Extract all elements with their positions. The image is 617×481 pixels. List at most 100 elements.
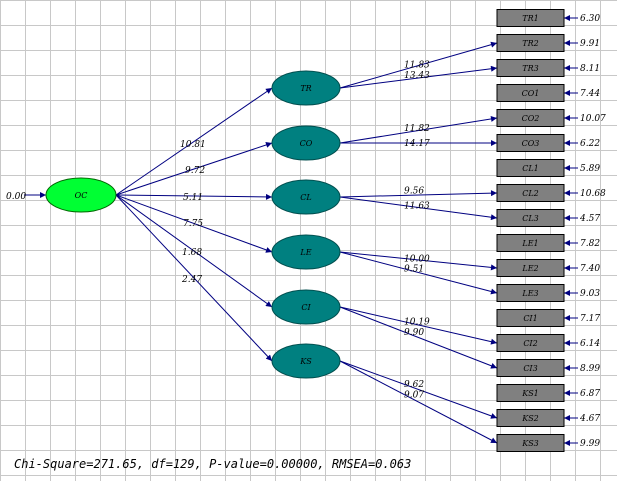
indicator-box-ks3[interactable] [496,434,565,452]
indicator-box-tr3[interactable] [496,59,565,77]
fit-statistics: Chi-Square=271.65, df=129, P-value=0.000… [14,457,412,471]
loading-coef-ks2: 9.62 [404,380,424,390]
error-variance-ks3: 9.99 [580,439,600,449]
indicator-label-cl1: CL1 [522,164,539,173]
loading-ci3 [339,306,498,369]
error-variance-tr2: 9.91 [580,39,600,49]
error-variance-cl1: 5.89 [580,164,600,174]
indicator-box-cl2[interactable] [496,184,565,202]
loading-tr2 [339,41,498,89]
error-variance-tr1: 6.30 [580,14,600,24]
indicator-label-tr3: TR3 [522,64,538,73]
loading-coef-co3: 14.17 [404,139,430,149]
indicator-label-ks2: KS2 [521,414,539,423]
indicator-label-le1: LE1 [521,239,538,248]
indicator-box-tr2[interactable] [496,34,565,52]
loading-coef-tr2: 11.83 [404,61,430,71]
path-oc-co [115,142,273,196]
loading-tr3 [339,65,498,89]
error-variance-tr3: 8.11 [580,64,600,74]
indicator-label-ci1: CI1 [523,314,537,323]
indicator-label-co2: CO2 [522,114,540,123]
latent-main-label: OC [75,191,88,200]
factor-label-ci: CI [301,303,311,312]
error-variance-ks2: 4.67 [579,414,600,424]
indicator-box-le1[interactable] [496,234,565,252]
indicator-box-co3[interactable] [496,134,565,152]
indicator-label-ks3: KS3 [521,439,539,448]
indicator-label-ci2: CI2 [523,339,537,348]
loading-co2 [339,115,498,144]
path-coef-tr: 10.81 [180,140,206,150]
factor-ellipse-co[interactable] [271,125,341,161]
error-variance-co1: 7.44 [580,89,600,99]
error-variance-ks1: 6.87 [580,389,600,399]
factor-ellipse-tr[interactable] [271,70,341,106]
path-oc-le [115,194,273,253]
loading-coef-tr3: 13.43 [404,71,430,81]
loading-le3 [339,251,498,295]
indicator-label-le3: LE3 [521,289,538,298]
error-variance-co2: 10.07 [580,114,606,124]
indicator-label-tr2: TR2 [522,39,538,48]
indicator-label-co3: CO3 [522,139,540,148]
factor-ellipse-cl[interactable] [271,179,341,215]
error-variance-ci1: 7.17 [580,314,600,324]
path-coef-co: 9.72 [185,166,205,176]
path-coef-ks: 2.47 [181,275,202,285]
error-variance-co3: 6.22 [580,139,600,149]
indicator-box-ks2[interactable] [496,409,565,427]
path-coef-cl: 5.11 [183,193,203,203]
loading-ks2 [339,360,498,419]
path-oc-ks [115,194,273,362]
indicator-box-le2[interactable] [496,259,565,277]
error-variance-cl2: 10.68 [580,189,606,199]
latent-main-ellipse[interactable] [45,177,117,213]
indicator-box-ci2[interactable] [496,334,565,352]
error-variance-ci3: 8.99 [580,364,600,374]
indicator-box-ci3[interactable] [496,359,565,377]
loading-le2 [339,251,498,271]
indicator-box-le3[interactable] [496,284,565,302]
path-oc-cl [115,193,273,200]
indicator-label-cl2: CL2 [522,189,539,198]
loading-ci2 [339,306,498,345]
error-variance-le1: 7.82 [580,239,600,249]
indicator-label-cl3: CL3 [522,214,539,223]
factor-label-ks: KS [299,357,312,366]
indicator-box-ks1[interactable] [496,384,565,402]
indicator-box-cl1[interactable] [496,159,565,177]
factor-label-le: LE [299,248,311,257]
loading-coef-le3: 9.51 [404,265,424,275]
path-coef-ci: 1.68 [182,248,202,258]
loading-coef-ci2: 10.19 [404,318,430,328]
error-variance-le3: 9.03 [580,289,600,299]
indicator-label-le2: LE2 [521,264,538,273]
path-oc-ci [115,194,273,308]
factor-label-co: CO [300,139,313,148]
latent-main-variance: 0.00 [6,192,26,202]
path-oc-tr [115,87,273,196]
indicator-label-ks1: KS1 [521,389,539,398]
indicator-box-co1[interactable] [496,84,565,102]
indicator-label-ci3: CI3 [523,364,537,373]
factor-label-tr: TR [300,84,311,93]
factor-ellipse-ci[interactable] [271,289,341,325]
loading-coef-cl2: 9.56 [404,186,424,196]
path-coef-le: 7.75 [183,219,203,229]
loading-cl2 [339,190,498,198]
loading-cl3 [339,196,498,221]
loading-coef-le2: 10.00 [404,255,430,265]
indicator-box-cl3[interactable] [496,209,565,227]
indicator-box-tr1[interactable] [496,9,565,27]
loading-ks3 [339,360,498,444]
factor-ellipse-ks[interactable] [271,343,341,379]
indicator-label-tr1: TR1 [522,14,538,23]
error-variance-le2: 7.40 [580,264,600,274]
indicator-box-co2[interactable] [496,109,565,127]
loading-coef-ks3: 9.07 [404,390,424,400]
indicator-box-ci1[interactable] [496,309,565,327]
loading-coef-co2: 11.82 [404,124,430,134]
factor-ellipse-le[interactable] [271,234,341,270]
